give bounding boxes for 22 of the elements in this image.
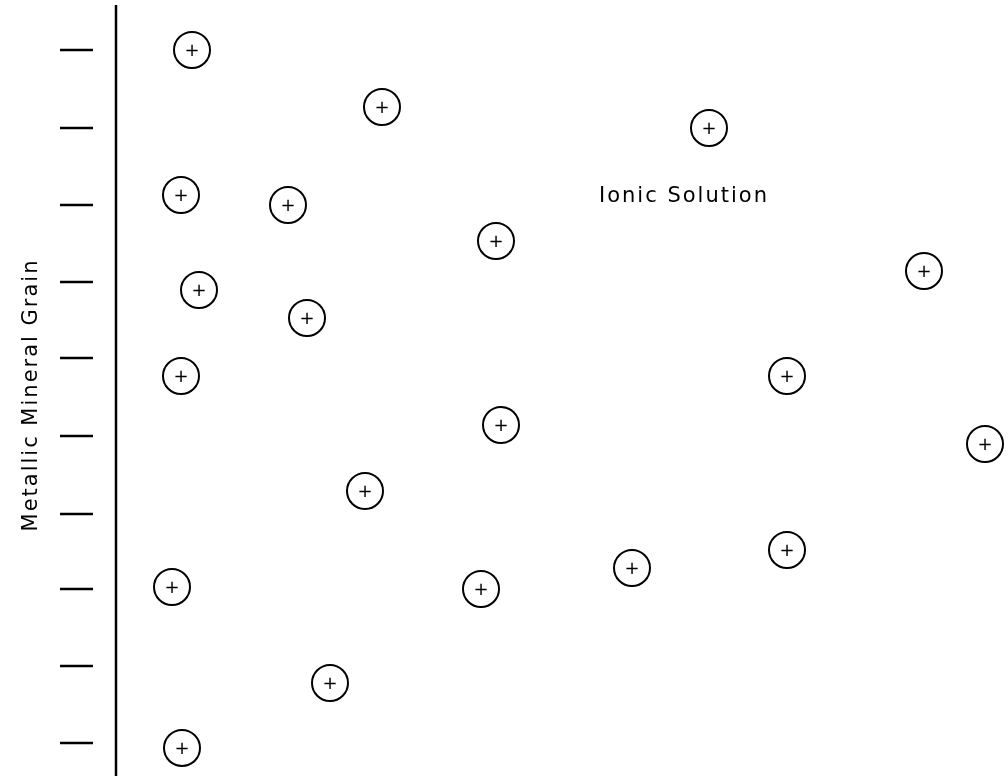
ion-circle: + xyxy=(173,31,211,69)
ion-circle: + xyxy=(690,109,728,147)
ion-circle: + xyxy=(162,176,200,214)
ion-circle: + xyxy=(966,425,1004,463)
ion-circle: + xyxy=(311,664,349,702)
ion-circle: + xyxy=(346,472,384,510)
ion-circle: + xyxy=(180,271,218,309)
ion-circle: + xyxy=(613,549,651,587)
grain-label: Metallic Mineral Grain xyxy=(18,258,42,532)
ion-circle: + xyxy=(163,729,201,767)
ion-circle: + xyxy=(269,186,307,224)
solution-label: Ionic Solution xyxy=(599,183,769,207)
ion-circle: + xyxy=(162,357,200,395)
ion-circle: + xyxy=(482,406,520,444)
ion-circle: + xyxy=(768,357,806,395)
ion-circle: + xyxy=(288,299,326,337)
ion-circle: + xyxy=(363,88,401,126)
ion-circle: + xyxy=(477,222,515,260)
ion-circle: + xyxy=(905,252,943,290)
ion-circle: + xyxy=(462,570,500,608)
ion-circle: + xyxy=(768,531,806,569)
ion-circle: + xyxy=(153,568,191,606)
